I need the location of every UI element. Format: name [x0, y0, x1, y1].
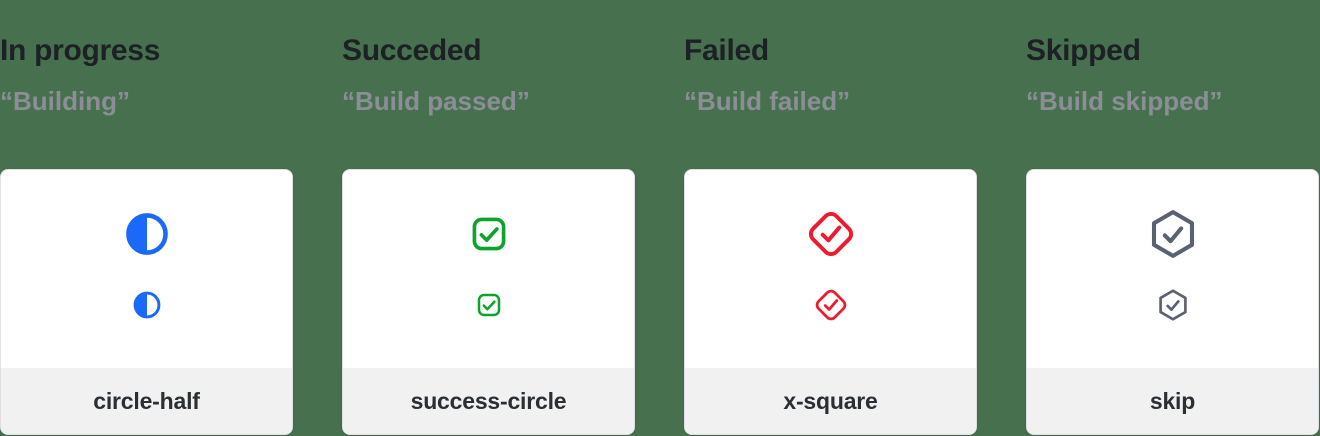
check-square-icon-large [471, 217, 506, 252]
icon-card: skip [1026, 169, 1319, 435]
status-column-skipped: Skipped “Build skipped” skip [1026, 36, 1319, 435]
icon-name-label: success-circle [410, 387, 567, 414]
check-hexagon-icon-large [1148, 210, 1197, 259]
circle-half-icon-small [133, 291, 160, 319]
status-quote: “Build failed” [684, 86, 851, 116]
check-hexagon-icon-small [1157, 289, 1189, 321]
status-column-succeded: Succeded “Build passed” succes [342, 36, 635, 435]
check-diamond-icon-large [806, 210, 855, 259]
icon-card: circle-half [0, 169, 293, 435]
icon-preview-area [1027, 170, 1318, 368]
icon-name-footer: skip [1027, 368, 1318, 434]
status-column-failed: Failed “Build failed” [684, 36, 977, 435]
icon-name-footer: circle-half [1, 368, 292, 434]
icon-name-label: skip [1149, 387, 1196, 414]
status-title: In progress [0, 34, 161, 67]
check-square-icon-small [477, 293, 501, 317]
icon-preview-area [343, 170, 634, 368]
status-quote: “Build passed” [342, 86, 530, 116]
status-title: Succeded [342, 34, 482, 67]
icon-card: x-square [684, 169, 977, 435]
icon-preview-area [685, 170, 976, 368]
icon-name-label: circle-half [93, 387, 200, 414]
check-diamond-icon-small [814, 288, 848, 322]
status-title: Failed [684, 34, 769, 67]
status-quote: “Building” [0, 86, 130, 116]
status-column-in-progress: In progress “Building” circle- [0, 36, 293, 435]
icon-preview-area [1, 170, 292, 368]
icon-card: success-circle [342, 169, 635, 435]
status-title: Skipped [1026, 34, 1141, 67]
status-quote: “Build skipped” [1026, 86, 1223, 116]
icon-name-footer: success-circle [343, 368, 634, 434]
circle-half-icon-large [125, 213, 168, 255]
icon-name-label: x-square [783, 387, 878, 414]
icon-name-footer: x-square [685, 368, 976, 434]
